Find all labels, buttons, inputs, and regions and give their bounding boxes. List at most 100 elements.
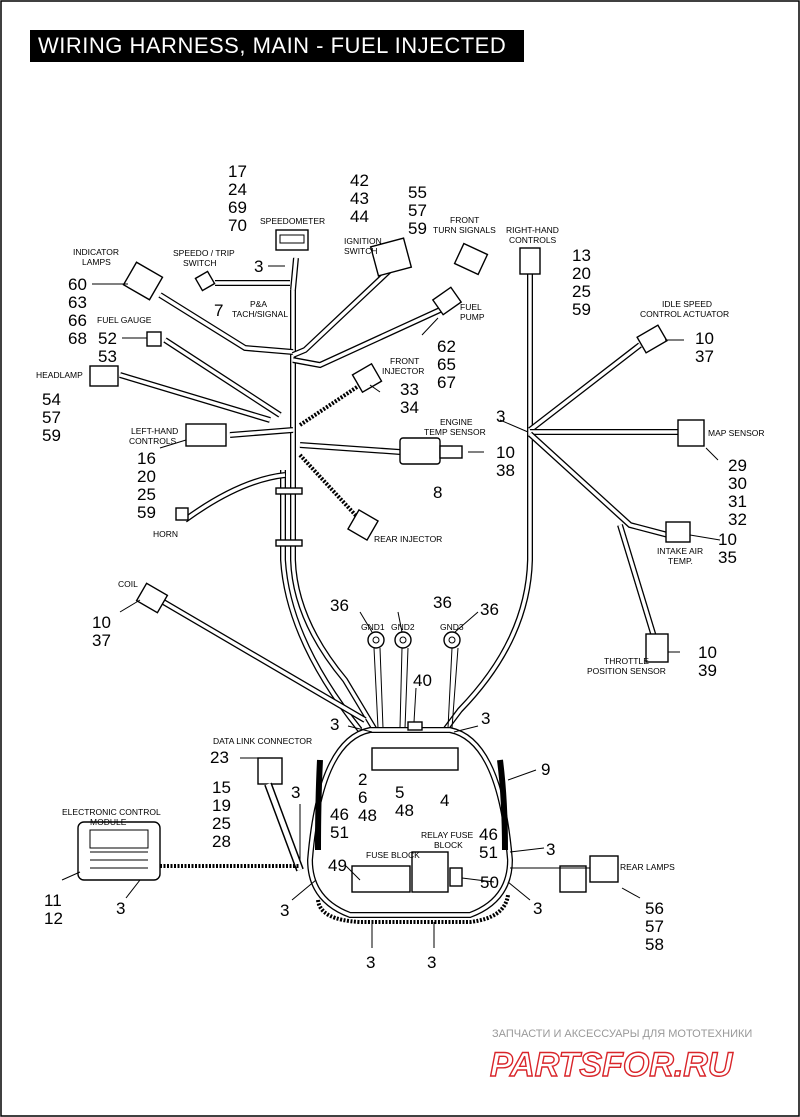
watermark-logo: PARTSFOR.RU: [490, 1046, 734, 1084]
callout: 59: [572, 300, 591, 319]
label-lh-controls-1: LEFT-HAND: [131, 426, 178, 436]
fuel-gauge-connector: [146, 331, 162, 347]
callout: 32: [728, 510, 747, 529]
callout: 69: [228, 198, 247, 217]
throttle-position-connector: [645, 633, 669, 663]
label-indicator-2: LAMPS: [82, 257, 111, 267]
label-rh-controls-1: RIGHT-HAND: [506, 225, 559, 235]
callout: 16: [137, 449, 156, 468]
label-relay-1: RELAY FUSE: [421, 830, 473, 840]
callout: 68: [68, 329, 87, 348]
label-headlamp: HEADLAMP: [36, 370, 83, 380]
gnd3-wire: [447, 647, 459, 729]
intake-air-connector: [665, 521, 691, 543]
callout: 25: [212, 814, 231, 833]
label-rear-lamps: REAR LAMPS: [620, 862, 675, 872]
callout: 3: [496, 407, 505, 426]
callout: 38: [496, 461, 515, 480]
callout: 10: [496, 443, 515, 462]
callout: 46: [330, 805, 349, 824]
label-pa-2: TACH/SIGNAL: [232, 309, 288, 319]
label-speedo-trip-1: SPEEDO / TRIP: [173, 248, 235, 258]
horn-connector: [175, 507, 189, 521]
callout: 3: [427, 953, 436, 972]
rear-injector-connector: [347, 509, 379, 541]
label-plate: [371, 747, 459, 771]
headlamp-connector: [89, 365, 119, 387]
callout: 11: [44, 891, 62, 910]
gnd2-wire: [399, 647, 409, 729]
callout: 59: [408, 219, 427, 238]
label-rear-injector: REAR INJECTOR: [374, 534, 442, 544]
label-fuse-block: FUSE BLOCK: [366, 850, 420, 860]
callout: 36: [480, 600, 499, 619]
callout-numbers: 17 24 69 70 42 43 44 55 57 59 13 20 25 5…: [42, 162, 747, 972]
callout: 29: [728, 456, 747, 475]
label-throttle-1: THROTTLE: [604, 656, 649, 666]
callout: 39: [698, 661, 717, 680]
label-ecm-1: ELECTRONIC CONTROL: [62, 807, 161, 817]
callout: 56: [645, 899, 664, 918]
fuse-50: [449, 867, 463, 887]
rh-controls-connector: [519, 247, 541, 275]
rear-lamps-connector: [589, 855, 619, 883]
callout: 60: [68, 275, 87, 294]
callout: 57: [408, 201, 427, 220]
callout: 7: [214, 301, 223, 320]
callout: 58: [645, 935, 664, 954]
callout: 3: [280, 901, 289, 920]
callout: 59: [42, 426, 61, 445]
callout: 3: [366, 953, 375, 972]
callout: 36: [330, 596, 349, 615]
engine-temp-plug: [439, 445, 463, 459]
label-lh-controls-2: CONTROLS: [129, 436, 177, 446]
callout: 63: [68, 293, 87, 312]
map-sensor-connector: [677, 419, 705, 447]
callout: 52: [98, 329, 117, 348]
callout: 20: [572, 264, 591, 283]
gnd3-ring: [443, 631, 461, 649]
label-pa-1: P&A: [250, 299, 267, 309]
gnd1-ring: [367, 631, 385, 649]
callout: 13: [572, 246, 591, 265]
callout: 66: [68, 311, 87, 330]
label-fuel-gauge: FUEL GAUGE: [97, 315, 152, 325]
component-labels: SPEEDOMETER SPEEDO / TRIP SWITCH INDICAT…: [36, 215, 765, 872]
callout: 17: [228, 162, 247, 181]
callout: 42: [350, 171, 369, 190]
coil-connector: [135, 582, 169, 614]
callout: 3: [330, 715, 339, 734]
leader-lines: [61, 265, 721, 948]
label-front-turn-2: TURN SIGNALS: [433, 225, 496, 235]
callout: 31: [728, 492, 747, 511]
label-fuel-pump-1: FUEL: [460, 302, 482, 312]
label-ignition-1: IGNITION: [344, 236, 382, 246]
label-map-sensor: MAP SENSOR: [708, 428, 765, 438]
fuel-pump-connector: [431, 286, 463, 316]
label-gnd2: GND2: [391, 622, 415, 632]
right-harness: [442, 270, 680, 732]
label-front-turn-1: FRONT: [450, 215, 479, 225]
speedo-trip-connector: [194, 270, 216, 292]
callout: 3: [116, 899, 125, 918]
callout: 8: [433, 483, 442, 502]
callout: 65: [437, 355, 456, 374]
callout: 37: [695, 347, 714, 366]
label-front-injector-1: FRONT: [390, 356, 419, 366]
callout: 44: [350, 207, 369, 226]
callout: 28: [212, 832, 231, 851]
label-indicator-1: INDICATOR: [73, 247, 119, 257]
rear-lamps-bracket: [559, 865, 587, 893]
callout: 54: [42, 390, 61, 409]
callout: 20: [137, 467, 156, 486]
callout: 9: [541, 760, 550, 779]
label-engine-temp-1: ENGINE: [440, 417, 473, 427]
callout: 51: [330, 823, 349, 842]
label-idle-speed-2: CONTROL ACTUATOR: [640, 309, 729, 319]
item40-connector: [407, 721, 423, 731]
gnd2-ring: [394, 631, 412, 649]
callout: 35: [718, 548, 737, 567]
rear-harness: [306, 727, 514, 918]
callout: 15: [212, 778, 231, 797]
